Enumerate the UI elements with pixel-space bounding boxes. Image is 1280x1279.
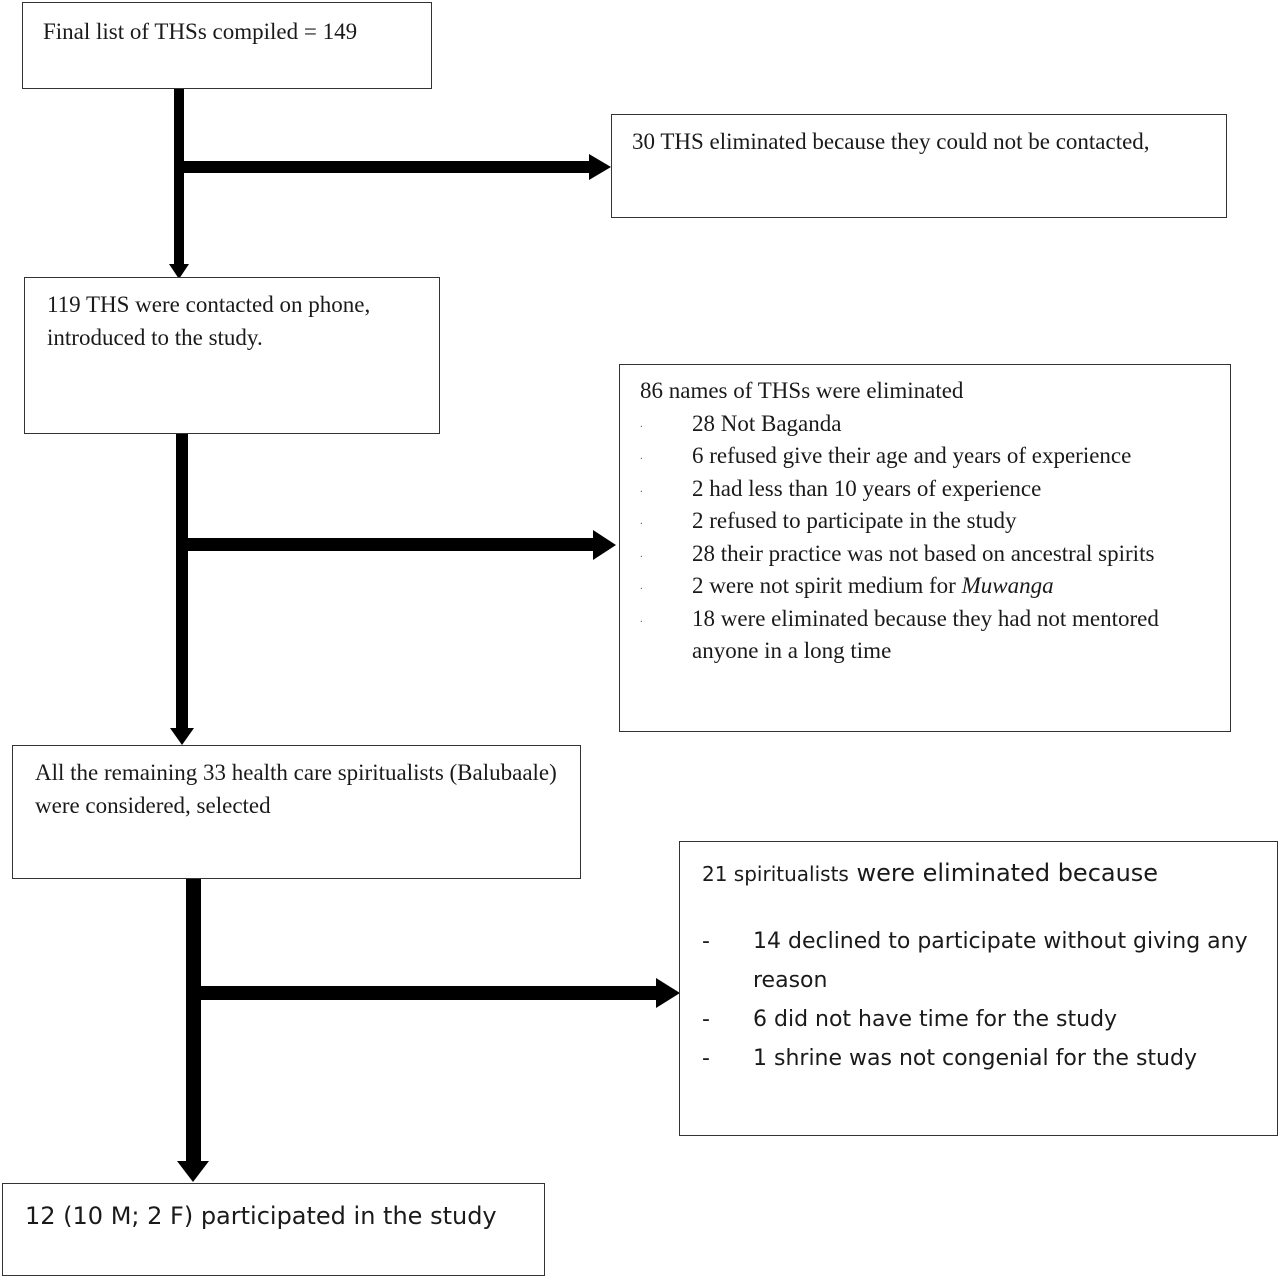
bullet-marker: . (640, 547, 643, 560)
branch-arrowhead-3 (656, 978, 680, 1008)
trunk-line-1 (174, 88, 184, 266)
bullet-marker: . (640, 417, 643, 430)
branch-line-2 (182, 538, 595, 551)
branch-line-1 (179, 161, 591, 173)
exclusion-3-title-rest: were eliminated because (848, 859, 1159, 887)
trunk-line-2 (176, 433, 188, 730)
exclusion-3-title: 21 spiritualists were eliminated because (702, 854, 1257, 894)
bullet-marker: . (640, 482, 643, 495)
trunk-arrowhead-2 (170, 728, 194, 745)
exclusion-box-2: 86 names of THSs were eliminated . 28 No… (619, 364, 1231, 732)
exclusion-3-item: - 6 did not have time for the study (702, 1000, 1257, 1039)
bullet-marker: . (640, 580, 643, 592)
exclusion-2-item: . 28 Not Baganda (640, 408, 1210, 441)
bullet-marker: - (702, 929, 710, 954)
bullet-marker: . (640, 515, 643, 527)
exclusion-2-item: . 2 had less than 10 years of experience (640, 473, 1210, 506)
deity-name: Muwanga (961, 573, 1054, 598)
start-text: Final list of THSs compiled = 149 (43, 19, 358, 44)
final-box: 12 (10 M; 2 F) participated in the study (2, 1183, 545, 1276)
trunk-arrowhead-3 (177, 1161, 209, 1182)
contacted-text: 119 THS were contacted on phone, introdu… (47, 292, 371, 350)
exclusion-box-3: 21 spiritualists were eliminated because… (679, 841, 1278, 1136)
exclusion-3-item: - 14 declined to participate without giv… (702, 922, 1257, 1000)
final-text: 12 (10 M; 2 F) participated in the study (25, 1202, 497, 1230)
bullet-marker: . (640, 612, 643, 625)
exclusion-3-title-count: 21 spiritualists (702, 862, 849, 886)
remaining-text: All the remaining 33 health care spiritu… (35, 760, 557, 818)
exclusion-2-item: . 6 refused give their age and years of … (640, 440, 1210, 473)
branch-arrowhead-2 (593, 530, 616, 560)
trunk-arrowhead-1 (169, 264, 189, 279)
exclusion-1-text: 30 THS eliminated because they could not… (632, 129, 1150, 154)
remaining-box: All the remaining 33 health care spiritu… (12, 745, 581, 879)
bullet-marker: - (702, 1046, 710, 1071)
bullet-marker: - (702, 1007, 710, 1032)
start-box: Final list of THSs compiled = 149 (22, 2, 432, 89)
exclusion-box-1: 30 THS eliminated because they could not… (611, 114, 1227, 218)
branch-arrowhead-1 (589, 154, 611, 180)
exclusion-2-item: . 2 were not spirit medium for Muwanga (640, 570, 1210, 603)
exclusion-2-item: . 28 their practice was not based on anc… (640, 538, 1210, 571)
bullet-marker: . (640, 450, 643, 462)
exclusion-3-item: - 1 shrine was not congenial for the stu… (702, 1039, 1257, 1078)
trunk-line-3 (186, 878, 201, 1163)
branch-line-3 (193, 986, 658, 1000)
exclusion-2-item: . 2 refused to participate in the study (640, 505, 1210, 538)
exclusion-2-item: . 18 were eliminated because they had no… (640, 603, 1210, 668)
exclusion-2-title: 86 names of THSs were eliminated (640, 378, 964, 403)
exclusion-2-list: . 28 Not Baganda . 6 refused give their … (640, 408, 1210, 668)
contacted-box: 119 THS were contacted on phone, introdu… (24, 277, 440, 434)
exclusion-3-list: - 14 declined to participate without giv… (702, 922, 1257, 1078)
